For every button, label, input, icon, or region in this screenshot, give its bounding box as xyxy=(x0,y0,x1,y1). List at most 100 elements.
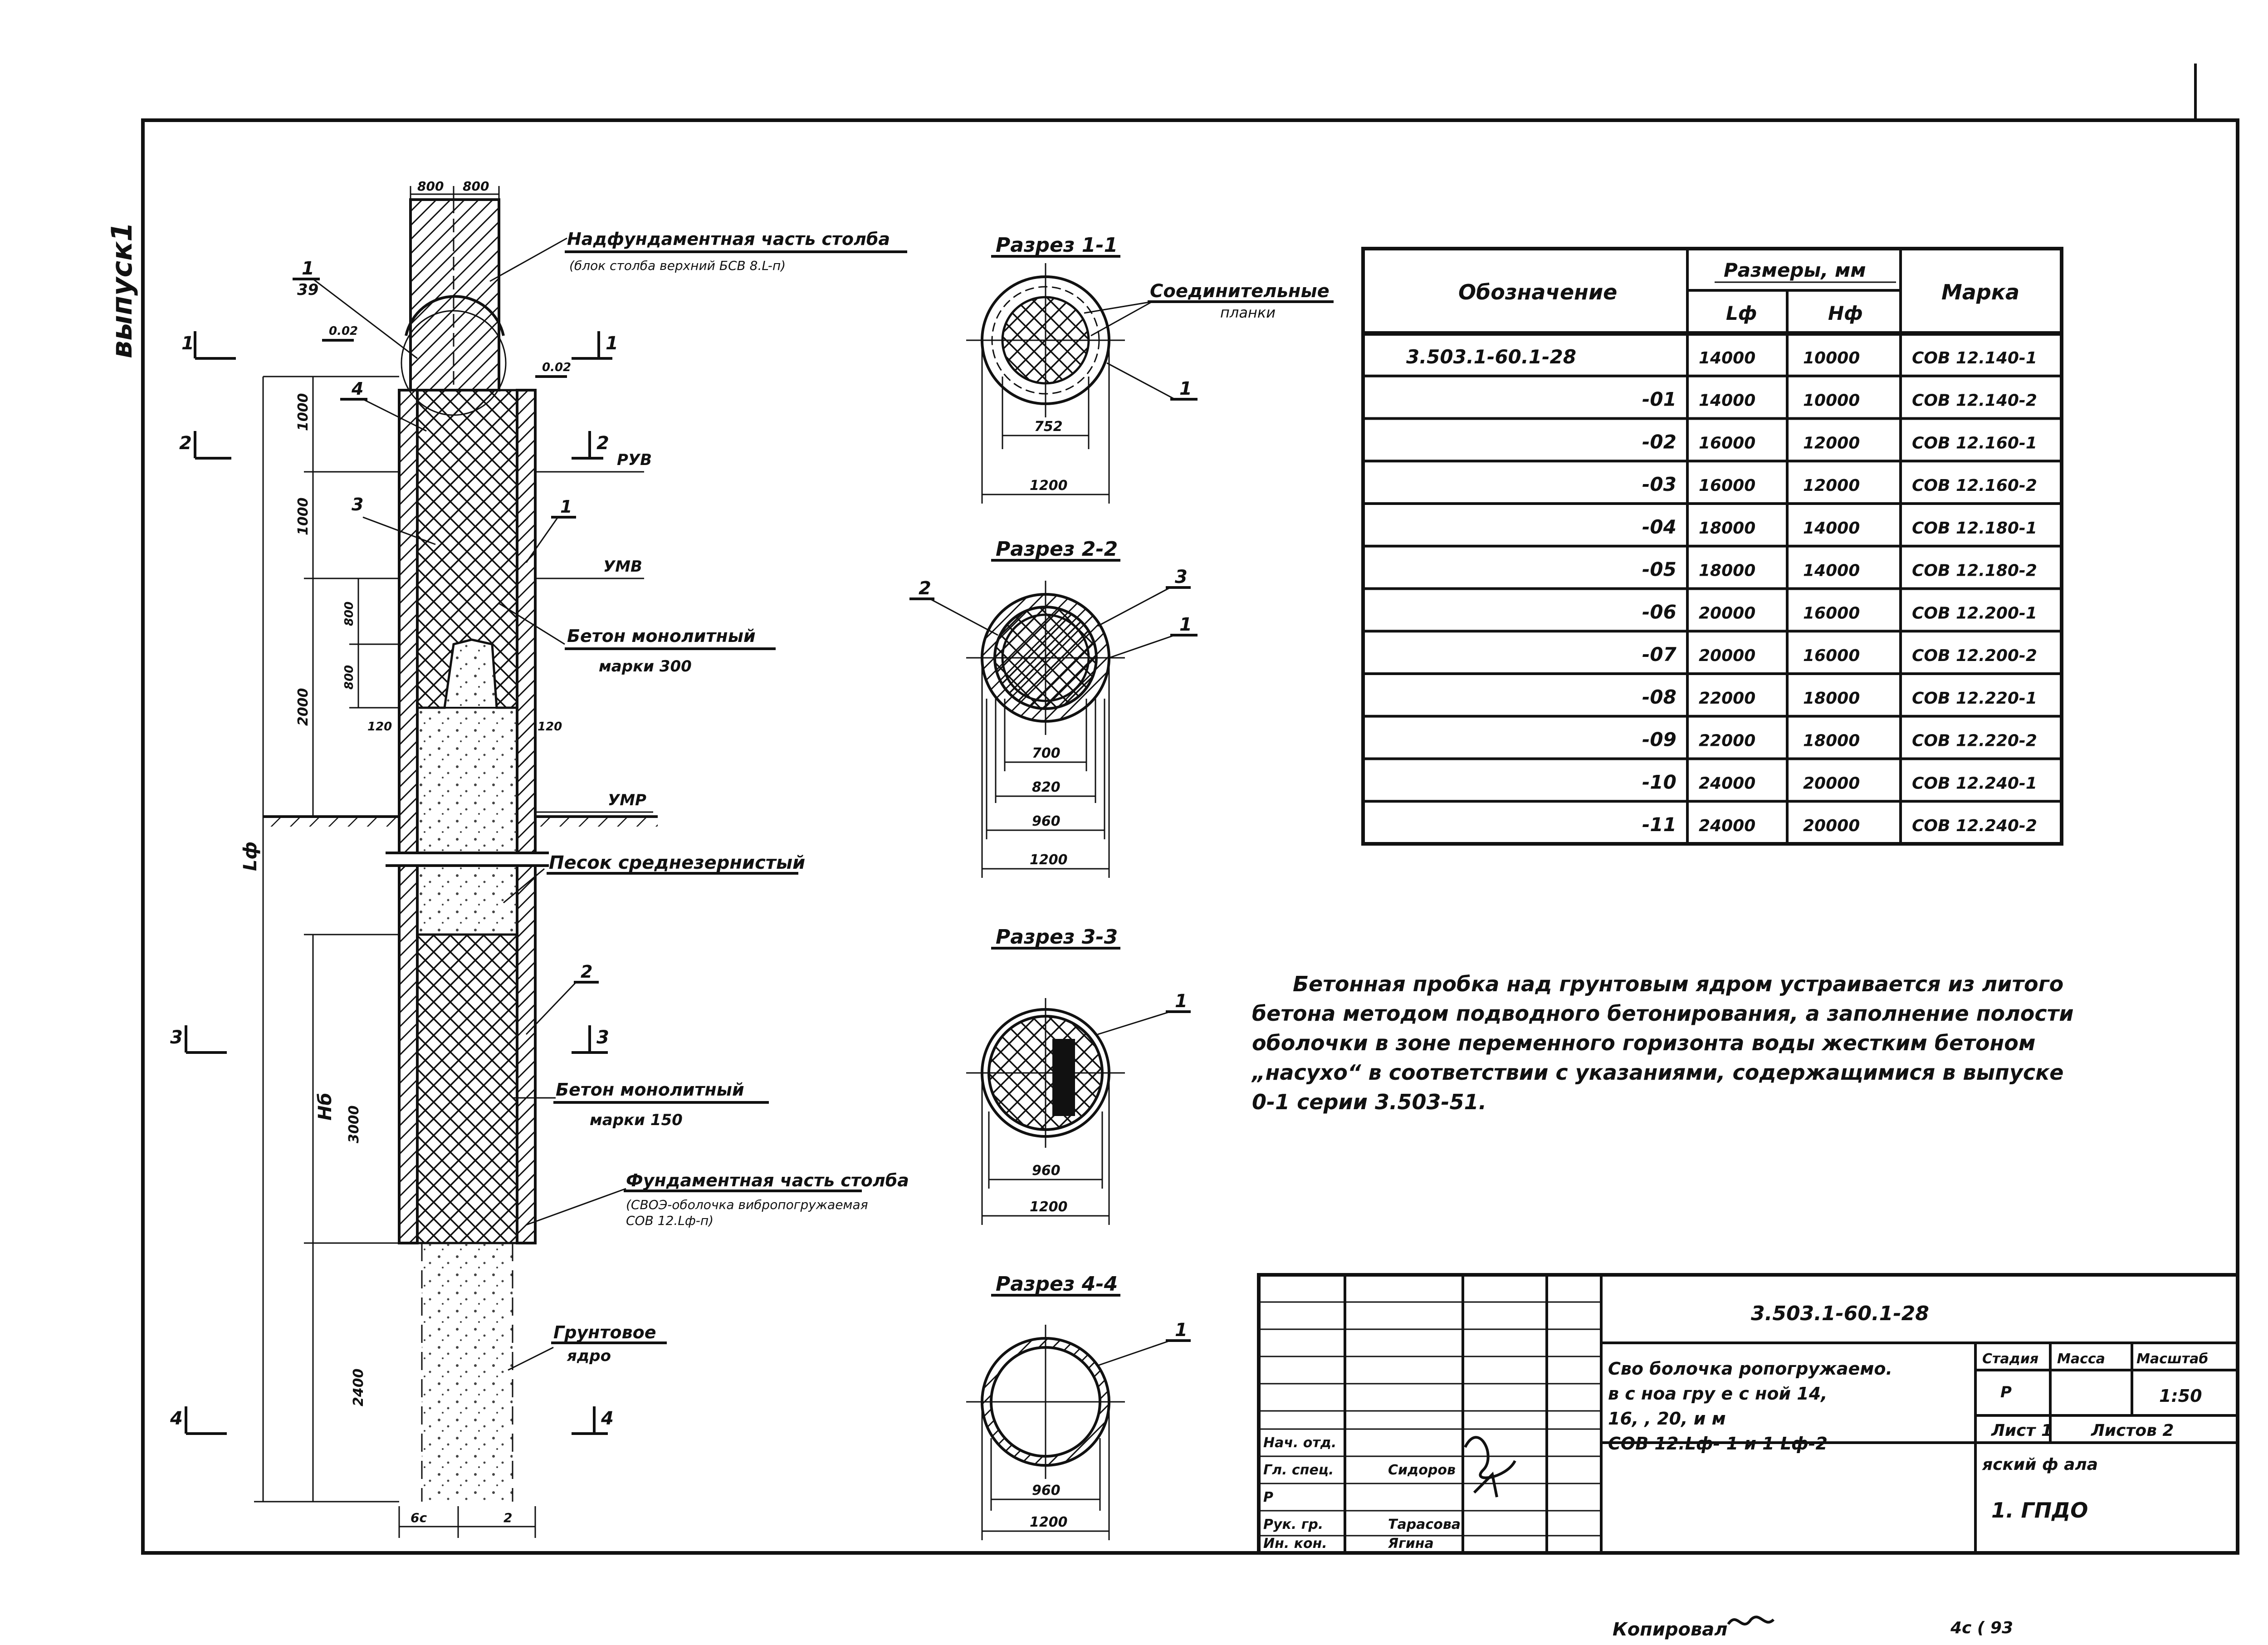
dim-2400: 2400 xyxy=(351,1369,367,1407)
callout-4: 4 xyxy=(351,379,363,399)
section-2-2: Разрез 2-2 700 820 960 1200 2 3 1 xyxy=(909,538,1198,878)
cell-H: 16000 xyxy=(1803,604,1860,622)
cell-code: -08 xyxy=(1642,686,1677,708)
cell-mark: СОВ 12.240-1 xyxy=(1912,774,2037,793)
cell-H: 20000 xyxy=(1803,817,1860,835)
stamp-desc-3: 16, , 20, и м xyxy=(1608,1409,1726,1429)
th-designation: Обозначение xyxy=(1458,280,1617,304)
cell-code: -04 xyxy=(1642,516,1677,538)
cell-mark: СОВ 12.160-2 xyxy=(1912,476,2037,495)
svg-text:Разрез 2-2: Разрез 2-2 xyxy=(996,538,1118,561)
stamp-sheets: Листов 2 xyxy=(2091,1421,2174,1440)
svg-text:2: 2 xyxy=(596,433,609,454)
cell-code: -03 xyxy=(1642,473,1677,495)
svg-text:3: 3 xyxy=(1175,567,1188,588)
dim-2000: 2000 xyxy=(295,688,311,726)
cell-H: 16000 xyxy=(1803,646,1860,665)
level-ump: УМР xyxy=(608,791,646,809)
stamp-scale: 1:50 xyxy=(2159,1386,2202,1406)
stamp-org-2: 1. ГПДО xyxy=(1991,1498,2088,1523)
svg-text:960: 960 xyxy=(1032,1483,1061,1498)
svg-text:Р: Р xyxy=(1263,1489,1273,1505)
stamp-desc-2: в с ноа гру е с ной 14, xyxy=(1608,1384,1828,1404)
stamp-stage: Р xyxy=(2000,1383,2012,1401)
cell-code: -07 xyxy=(1642,643,1677,666)
sheet-frame xyxy=(141,118,2239,1555)
svg-text:оболочки в зоне переменного го: оболочки в зоне переменного горизонта во… xyxy=(1252,1031,2035,1055)
dim-L: Lф xyxy=(240,842,261,871)
cell-mark: СОВ 12.220-2 xyxy=(1912,732,2037,750)
cell-H: 18000 xyxy=(1803,732,1860,750)
dim-bottom-1: 6с xyxy=(411,1510,427,1525)
svg-text:4: 4 xyxy=(170,1408,183,1429)
copied-label: Копировал xyxy=(1613,1619,1728,1640)
level-ruv: РУВ xyxy=(617,451,652,469)
svg-text:„насухо“ в соответствии с указ: „насухо“ в соответствии с указаниями, со… xyxy=(1251,1060,2064,1085)
cell-mark: СОВ 12.200-1 xyxy=(1912,604,2037,622)
side-label: выпуск1 xyxy=(105,222,138,358)
cell-mark: СОВ 12.180-2 xyxy=(1912,562,2037,580)
cell-L: 18000 xyxy=(1699,519,1755,538)
svg-text:Бетонная пробка над грунтовым: Бетонная пробка над грунтовым ядром устр… xyxy=(1293,972,2063,996)
cell-mark: СОВ 12.220-1 xyxy=(1912,689,2037,708)
dim-H: Hб xyxy=(315,1093,336,1121)
stamp-code: 3.503.1-60.1-28 xyxy=(1751,1302,1929,1325)
th-H: Hф xyxy=(1828,302,1863,324)
label-fund-sub2: СОВ 12.Lф-п) xyxy=(626,1213,714,1228)
cell-L: 24000 xyxy=(1699,774,1755,793)
dim-1000-a: 1000 xyxy=(295,393,311,431)
th-L: Lф xyxy=(1726,302,1757,324)
stamp-org-1: яский ф ала xyxy=(1982,1455,2098,1474)
dim-inner-1: 800 xyxy=(342,602,356,626)
cell-code: -11 xyxy=(1642,813,1677,836)
label-beton-300-mark: марки 300 xyxy=(599,657,692,676)
section-1-1: Разрез 1-1 752 1200 Соединительные планк… xyxy=(966,234,1334,504)
svg-text:1: 1 xyxy=(1179,614,1192,635)
cell-mark: СОВ 12.180-1 xyxy=(1912,519,2037,538)
stamp-sheet: Лист 1 xyxy=(1991,1421,2053,1440)
callout-39: 39 xyxy=(297,281,318,299)
dim-1000-b: 1000 xyxy=(295,498,311,536)
stamp-stage-hdr: Стадия xyxy=(1982,1351,2038,1367)
svg-text:1: 1 xyxy=(1175,991,1188,1012)
callout-1-top: 1 xyxy=(302,258,314,279)
label-fund: Фундаментная часть столба xyxy=(626,1170,909,1190)
cell-H: 12000 xyxy=(1803,476,1860,495)
svg-text:Рук. гр.: Рук. гр. xyxy=(1263,1517,1323,1532)
cell-L: 20000 xyxy=(1699,646,1755,665)
cell-L: 22000 xyxy=(1699,689,1755,708)
cell-H: 12000 xyxy=(1803,434,1860,452)
svg-text:Разрез 1-1: Разрез 1-1 xyxy=(996,234,1118,257)
svg-text:3: 3 xyxy=(596,1027,609,1048)
svg-text:Ягина: Ягина xyxy=(1388,1536,1434,1552)
svg-text:1200: 1200 xyxy=(1030,478,1068,494)
label-beton-300: Бетон монолитный xyxy=(567,626,756,646)
marks-table: Обозначение Размеры, мм Lф Hф Марка 3.50… xyxy=(1361,247,2063,846)
label-planki: Соединительные xyxy=(1150,281,1330,302)
cell-code: -01 xyxy=(1642,388,1677,411)
stamp-mass-hdr: Масса xyxy=(2057,1351,2105,1367)
svg-text:Нач. отд.: Нач. отд. xyxy=(1263,1435,1336,1451)
cell-L: 18000 xyxy=(1699,562,1755,580)
cell-H: 20000 xyxy=(1803,774,1860,793)
th-sizes: Размеры, мм xyxy=(1724,259,1866,281)
svg-text:Разрез 4-4: Разрез 4-4 xyxy=(996,1273,1118,1296)
note-text: Бетонная пробка над грунтовым ядром устр… xyxy=(1251,972,2074,1114)
mark-002-left: 0.02 xyxy=(329,324,358,338)
svg-text:Ин. кон.: Ин. кон. xyxy=(1263,1536,1327,1552)
label-nadfund-sub: (блок столба верхний БСВ 8.L-п) xyxy=(569,258,786,273)
mark-002-right: 0.02 xyxy=(542,361,571,374)
th-mark: Марка xyxy=(1941,280,2019,304)
cell-H: 18000 xyxy=(1803,689,1860,708)
section-marks: 1 1 2 2 3 3 4 4 xyxy=(170,331,618,1435)
cell-H: 10000 xyxy=(1803,392,1860,410)
dim-inner-2: 800 xyxy=(342,665,356,690)
cell-L: 22000 xyxy=(1699,732,1755,750)
svg-text:1200: 1200 xyxy=(1030,852,1068,868)
column-drawing: 800 800 РУВ УМВ xyxy=(170,179,909,1538)
svg-text:1: 1 xyxy=(1175,1320,1188,1341)
dim-top-2: 800 xyxy=(463,179,489,194)
cell-H: 14000 xyxy=(1803,562,1860,580)
label-fund-sub1: (СВОЭ-оболочка вибропогружаемая xyxy=(626,1197,868,1212)
